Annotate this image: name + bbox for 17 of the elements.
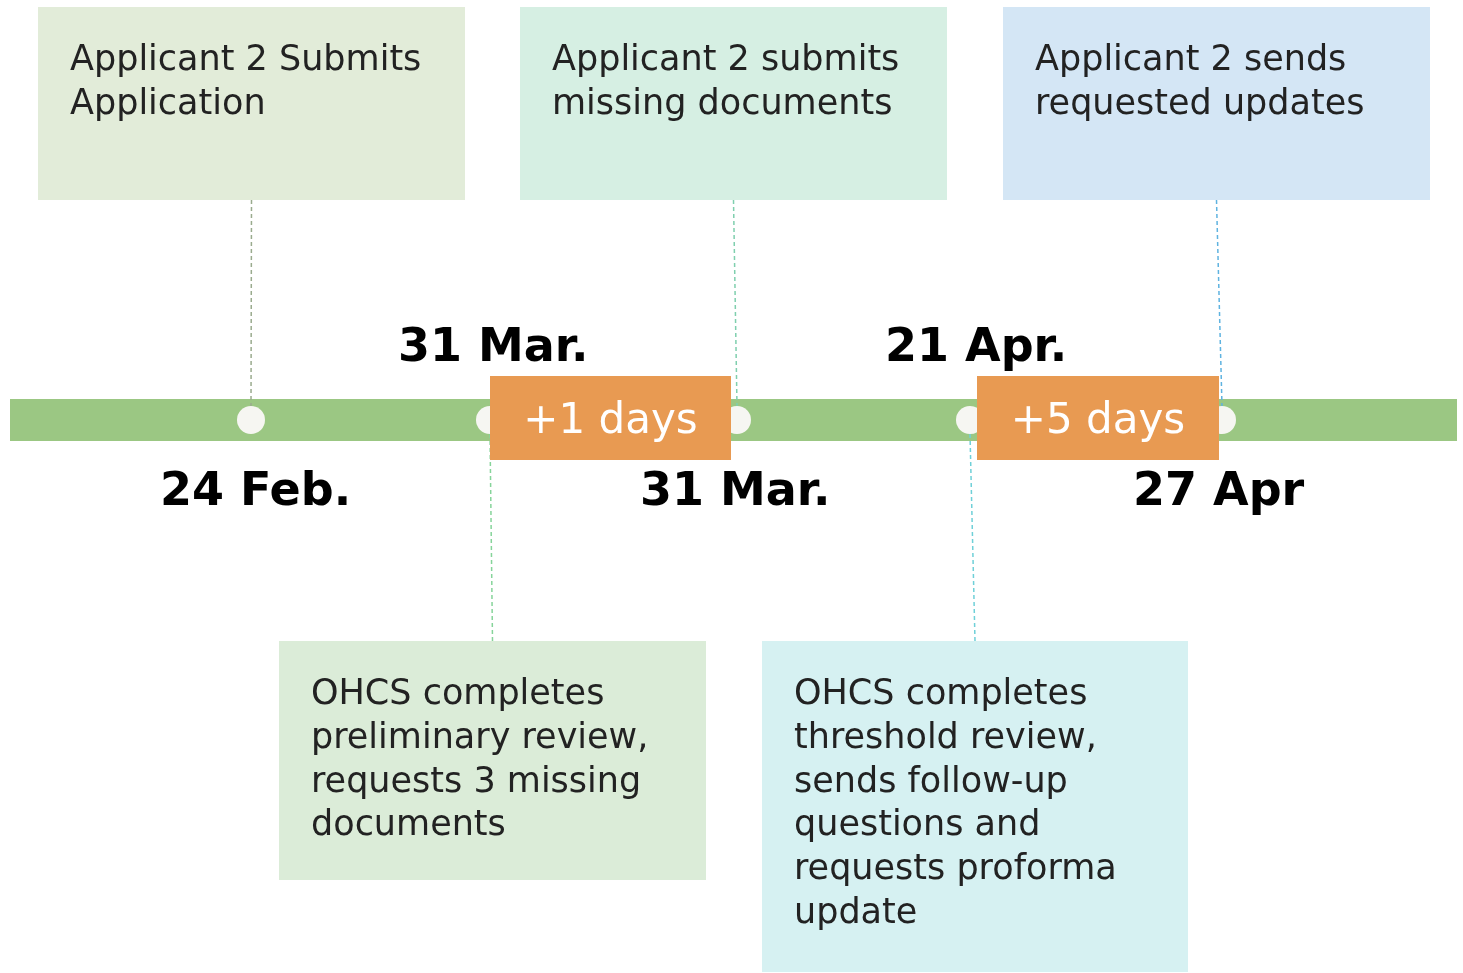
- event-box: Applicant 2 Submits Application: [38, 7, 465, 200]
- leader-line: [1215, 199, 1223, 407]
- duration-box: +5 days: [977, 376, 1219, 460]
- event-box: OHCS completes preliminary review, requests 3 missing documents: [279, 641, 706, 880]
- date-label: 31 Mar.: [398, 318, 589, 372]
- date-label: 31 Mar.: [640, 462, 831, 516]
- event-box: Applicant 2 submits missing documents: [520, 7, 947, 200]
- event-box: Applicant 2 sends requested updates: [1003, 7, 1430, 200]
- date-label: 24 Feb.: [160, 462, 352, 516]
- date-label: 21 Apr.: [885, 318, 1068, 372]
- leader-line: [250, 199, 253, 407]
- event-box: OHCS completes threshold review, sends follow-up questions and requests proforma update: [762, 641, 1188, 972]
- date-label: 27 Apr: [1133, 462, 1305, 516]
- leader-line: [969, 433, 976, 642]
- duration-box: +1 days: [490, 376, 731, 460]
- milestone-dot: [731, 406, 751, 434]
- leader-line: [732, 199, 738, 407]
